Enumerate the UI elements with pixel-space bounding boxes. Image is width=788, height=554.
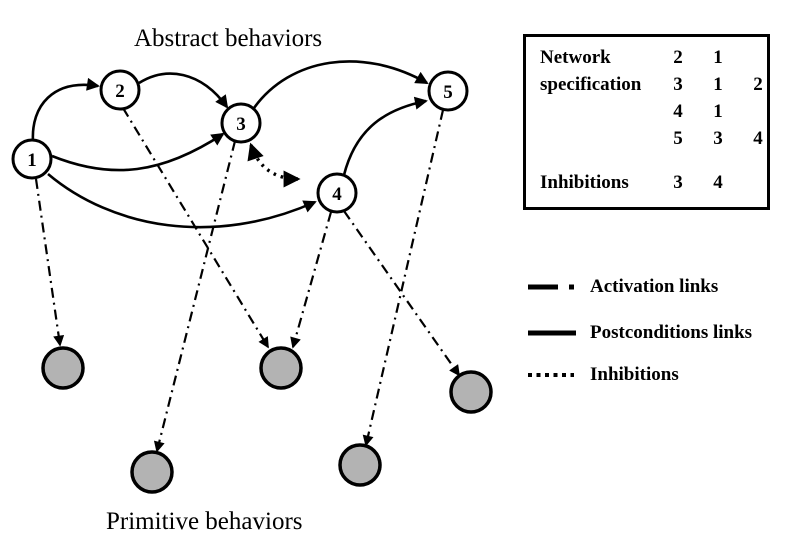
activation-link-4-p3	[290, 211, 333, 349]
behavior-network-diagram: 1 2 3 4 5	[11, 60, 493, 494]
legend-item-activation: Activation links	[524, 276, 718, 298]
abstract-node-circle	[99, 69, 141, 111]
postcondition-link-1-3	[51, 132, 225, 172]
abstract-node-4: 4	[316, 172, 358, 214]
legend-item-inhibitions: Inhibitions	[524, 364, 679, 386]
postcondition-link-1-4	[47, 173, 317, 229]
spec-table-cell: 1	[713, 74, 723, 95]
inhibitions-value: 3	[673, 172, 683, 193]
inhibitions-value: 4	[713, 172, 723, 193]
activation-link-4-p5	[343, 210, 460, 377]
abstract-node-5: 5	[427, 70, 469, 112]
nodes-layer: 1 2 3 4 5	[11, 69, 493, 494]
abstract-behaviors-title: Abstract behaviors	[134, 25, 323, 52]
abstract-node-label: 5	[443, 82, 453, 103]
legend-item-postconditions: Postconditions links	[524, 322, 752, 344]
abstract-node-circle	[427, 70, 469, 112]
postcondition-link-4-5	[342, 96, 428, 176]
abstract-node-3: 3	[220, 102, 262, 144]
spec-table-title-line2: specification	[540, 74, 642, 95]
network-specification-table: Network specification 2 1 3 1 2 4 1 5 3 4 Inhibit…	[523, 34, 770, 210]
spec-table-cell: 3	[713, 128, 723, 149]
abstract-node-1: 1	[11, 138, 53, 180]
spec-table-cell: 1	[713, 101, 723, 122]
inhibition-link-3-4	[247, 142, 301, 188]
primitive-node-p4	[338, 443, 382, 487]
spec-table-cell	[744, 98, 772, 125]
activation-link-1-p1	[34, 178, 65, 347]
spec-table-cell	[744, 44, 772, 71]
primitive-node-p3	[259, 346, 303, 390]
primitive-node-p2	[130, 450, 174, 494]
spec-table-row: 5 3 4	[664, 125, 784, 152]
spec-table-cell: 4	[673, 101, 683, 122]
abstract-node-label: 2	[115, 81, 125, 102]
spec-table-title-line1: Network	[540, 47, 611, 68]
abstract-node-circle	[220, 102, 262, 144]
activation-line-sample-icon	[528, 284, 580, 290]
postcondition-link-2-3	[138, 72, 229, 109]
abstract-node-label: 3	[236, 114, 246, 135]
inhibitions-label: Inhibitions	[540, 172, 629, 193]
activation-link-5-p4	[362, 109, 445, 447]
legend-label-activation: Activation links	[590, 276, 719, 297]
links-layer	[31, 60, 460, 453]
abstract-node-circle	[11, 138, 53, 180]
spec-table-title: Network specification	[540, 44, 641, 98]
spec-table-row: 3 1 2	[664, 71, 784, 98]
spec-table-cell: 5	[673, 128, 683, 149]
legend-label-postconditions: Postconditions links	[590, 322, 753, 343]
inhibitions-row: Inhibitions 3 4	[540, 169, 744, 196]
postcondition-link-1-2	[31, 77, 100, 142]
spec-table-cell: 4	[753, 128, 763, 149]
spec-table-cell: 2	[673, 47, 683, 68]
primitive-node-p1	[41, 346, 85, 390]
activation-link-2-p3	[122, 107, 269, 349]
abstract-node-circle	[316, 172, 358, 214]
abstract-node-2: 2	[99, 69, 141, 111]
primitive-behaviors-title: Primitive behaviors	[106, 508, 303, 535]
activation-link-3-p2	[153, 140, 237, 453]
inhibitions-line-sample-icon	[528, 373, 574, 377]
spec-table-cell: 1	[713, 47, 723, 68]
abstract-node-label: 1	[27, 150, 37, 171]
abstract-node-label: 4	[332, 184, 342, 205]
postcondition-link-3-5	[252, 60, 429, 109]
spec-table-cell: 2	[753, 74, 763, 95]
postconditions-line-sample-icon	[528, 330, 576, 336]
primitive-node-p5	[449, 370, 493, 414]
spec-table-cell: 3	[673, 74, 683, 95]
legend-label-inhibitions: Inhibitions	[590, 364, 679, 385]
